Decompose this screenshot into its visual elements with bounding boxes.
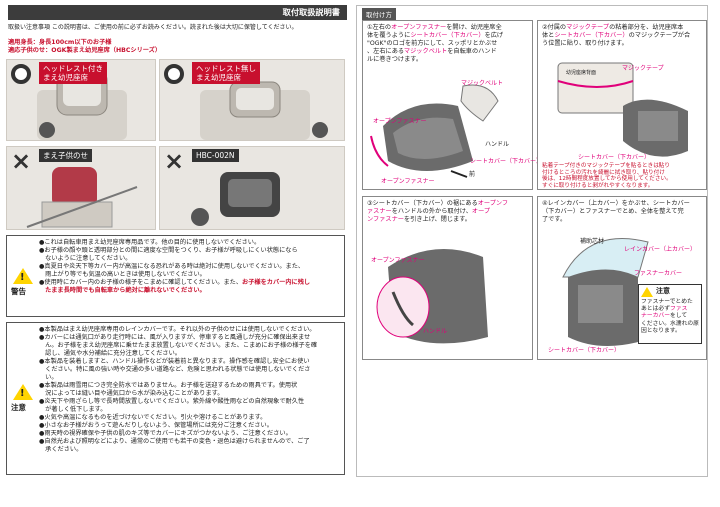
label-fastener-cover: ファスナーカバー <box>634 270 683 277</box>
caution-list: ●本製品はまえ幼児座席専用のレインカバーです。それ以外の子供のせには使用しないで… <box>39 326 341 454</box>
label-open-fastener: オープンファスナー <box>371 257 425 264</box>
label-open-fastener-2: オープンファスナー <box>381 178 435 185</box>
warning-item: ●これは自転車用まえ幼児座席専用品です。他の目的に使用しないでください。 <box>39 239 261 246</box>
install-badge: 取付け方 <box>362 8 396 20</box>
step-4-caution: 注意 ファスナーでとめた あとは必ずファス ナーカバーをして ください。水濡れの… <box>638 284 702 344</box>
step-1-text: ①左右のオープンファスナーを開け、幼児座席全 体を覆うようにシートカバー（下カバ… <box>367 24 504 63</box>
applicable-height: 適用身長：身長100cm以下のお子様 <box>8 39 112 46</box>
caution-item: ●本製品は雨雪用につき完全防水ではありません。お子様を送迎するための雨具です。使… <box>39 382 298 397</box>
label-seat-cover: シートカバー（下カバー） <box>578 154 651 161</box>
ng-cross-icon: × <box>11 147 32 175</box>
label-magic-belt: マジックベルト <box>461 80 504 87</box>
panel-front-child-seat: × まえ子供のせ <box>6 146 156 230</box>
caution-box: ! 注意 ●本製品はまえ幼児座席専用のレインカバーです。それ以外の子供のせには使… <box>6 322 345 475</box>
step-4-text: ④レインカバー（上カバー）をかぶせ、シートカバー （下カバー）とファスナーでとめ… <box>542 200 690 223</box>
step-2-illustration <box>557 62 688 157</box>
panel-label: HBC-002N <box>192 149 239 162</box>
warning-list: ●これは自転車用まえ幼児座席専用品です。他の目的に使用しないでください。 ●お子… <box>39 239 341 295</box>
caution-item: ●雨天時の視界確保や子供の肌のキズ等でカバーにキズがつかないよう、ご注意ください… <box>39 430 292 437</box>
caution-label: 注意 <box>11 403 26 412</box>
ok-circle-icon <box>164 64 184 84</box>
label-handle: ハンドル <box>423 328 448 335</box>
warning-item: ●お子様の顔や頭と透明部分との間に適度な空間をつくり、お子様が呼吸しにくい状態に… <box>39 247 298 262</box>
label-seat-back: 幼児座席背面 <box>566 70 597 76</box>
right-page <box>356 5 708 477</box>
caution-item: ●炎天下や雨ざらし等で長時間放置しないでください。紫外線や酸性雨などの自然現象で… <box>39 398 305 413</box>
step-3-panel: ③シートカバー（下カバー）の裾にあるオープンフ ァスナーをハンドルの外から取付け… <box>362 196 533 360</box>
caution-text: ファスナーでとめた あとは必ずファス ナーカバーをして ください。水濡れの原 因… <box>641 299 699 334</box>
document-subtitle: 取付取扱説明書 <box>282 7 340 17</box>
panel-label: まえ子供のせ <box>39 149 92 162</box>
label-open-fastener: オープンファスナー <box>373 118 427 125</box>
label-rain-cover: レインカバー（上カバー） <box>624 246 697 253</box>
bike-seat-illustration <box>26 167 138 228</box>
bike-seat-illustration <box>191 172 280 226</box>
step-1-illustration <box>370 84 499 178</box>
caution-item: ●本製品を装着しますと、ハンドル操作などが装着前と異なります。操作感を確認し安全… <box>39 358 311 381</box>
caution-triangle-icon <box>641 287 653 297</box>
label-seat-cover: シートカバー（下カバー） <box>548 347 621 354</box>
caution-title: 注意 <box>656 287 670 295</box>
panel-hbc-002n: × HBC-002N <box>159 146 345 230</box>
step-2-text: ②付属のマジックテープの粘着部分を、幼児座席本 体とシートカバー（下カバー）のマ… <box>542 24 691 47</box>
ok-circle-icon <box>11 64 31 84</box>
warning-triangle-icon <box>13 268 33 284</box>
caution-item: ●カバーには通気口があり走行時には、風が入りますが、停車すると風通しが充分に確保… <box>39 334 318 357</box>
caution-item: ●小さなお子様がおうって遊んだりしないよう、保管場所には充分ご注意ください。 <box>39 422 273 429</box>
step-2-panel: ②付属のマジックテープの粘着部分を、幼児座席本 体とシートカバー（下カバー）のマ… <box>537 20 707 190</box>
step-3-illustration <box>376 249 488 344</box>
warning-label: 警告 <box>11 287 26 296</box>
intro-text: 取扱い注意事項 この説明書は、ご使用の前に必ずお読みください。読まれた後は大切に… <box>8 24 298 31</box>
step-4-illustration <box>562 238 649 346</box>
step-3-text: ③シートカバー（下カバー）の裾にあるオープンフ ァスナーをハンドルの外から取付け… <box>367 200 509 223</box>
warning-item: ●使用時にカバー内のお子様の様子をこまめに確認してください。また、お子様をカバー… <box>39 279 311 294</box>
panel-label: ヘッドレスト無し まえ幼児座席 <box>192 62 260 84</box>
step-2-note: 粘着テープ付きのマジックテープを貼るときは貼り 付けるところの汚れを綺麗に拭き取… <box>542 163 672 189</box>
label-support-rod: 補助芯材 <box>580 238 605 245</box>
panel-label: ヘッドレスト付き まえ幼児座席 <box>39 62 107 84</box>
document-title: まえ幼児座席用ソフト風防レインカバー RCH-003 <box>20 22 216 32</box>
panel-headrest-seat: ヘッドレスト付き まえ幼児座席 <box>6 59 156 141</box>
bike-seat-illustration <box>200 81 328 140</box>
ng-cross-icon: × <box>164 147 185 175</box>
caution-item: ●自然光および照明などにより、通常のご使用でも若干の変色・退色は避けられませんの… <box>39 438 310 453</box>
caution-item: ●本製品はまえ幼児座席専用のレインカバーです。それ以外の子供のせには使用しないで… <box>39 326 316 333</box>
caution-item: ●火気や高温になるものを近づけないでください。引火や溶けることがあります。 <box>39 414 267 421</box>
label-seat-cover: シートカバー（下カバー） <box>470 158 543 165</box>
caution-triangle-icon <box>13 384 33 400</box>
label-magic-tape: マジックテープ <box>622 65 664 72</box>
step-4-panel: ④レインカバー（上カバー）をかぶせ、シートカバー （下カバー）とファスナーでとめ… <box>537 196 707 360</box>
label-handle: ハンドル <box>485 141 510 148</box>
panel-no-headrest-seat: ヘッドレスト無し まえ幼児座席 <box>159 59 345 141</box>
applicable-seat: 適応子供のせ：OGK製まえ幼児座席（HBCシリーズ） <box>8 47 162 54</box>
step-1-panel: ①左右のオープンファスナーを開け、幼児座席全 体を覆うようにシートカバー（下カバ… <box>362 20 542 190</box>
document-header: まえ幼児座席用ソフト風防レインカバー RCH-003 取付取扱説明書 <box>8 5 347 32</box>
warning-item: ●真夏日や炎天下等カバー内が高温になる恐れがある時は絶対に使用しないでください。… <box>39 263 305 278</box>
warning-box: ! 警告 ●これは自転車用まえ幼児座席専用品です。他の目的に使用しないでください… <box>6 235 345 317</box>
label-front: 前 <box>469 171 476 178</box>
